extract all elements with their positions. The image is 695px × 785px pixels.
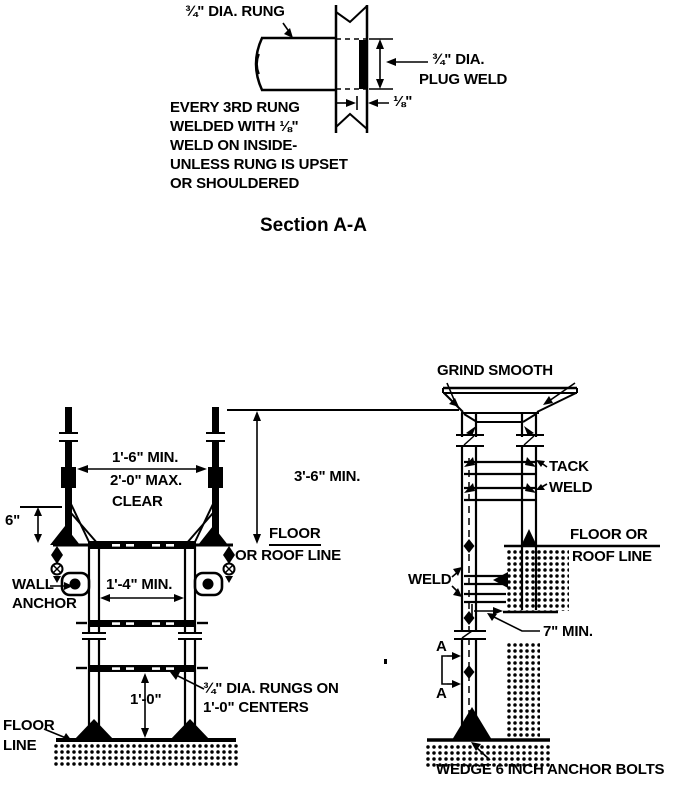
- section-aa-drawing: [254, 5, 428, 133]
- label-embed-dim: 7" MIN.: [543, 623, 593, 640]
- section-title: Section A-A: [260, 215, 367, 236]
- right-floor-slab-hatch: [505, 548, 569, 611]
- label-note-1: EVERY 3RD RUNG: [170, 99, 300, 116]
- label-wedge-anchor-note: WEDGE 6 INCH ANCHOR BOLTS: [436, 761, 665, 778]
- label-right-floor-1: FLOOR OR: [570, 526, 648, 543]
- label-width-min: 1'-6" MIN.: [112, 449, 179, 466]
- label-note-2: WELDED WITH ⅛": [170, 118, 299, 135]
- left-ladder-drawing: [20, 407, 459, 742]
- label-rungs-note-2: 1'-0" CENTERS: [203, 699, 309, 716]
- right-wall-hatch: [505, 641, 540, 739]
- label-section-cut-bottom: A: [436, 685, 447, 702]
- label-section-cut-top: A: [436, 638, 447, 655]
- label-floor-line-2: LINE: [3, 737, 37, 754]
- label-rung-dia: ¾" DIA. RUNG: [185, 3, 285, 20]
- label-tack-2: WELD: [549, 479, 593, 496]
- label-floor-roof-1: FLOOR: [269, 525, 321, 546]
- label-rungs-note-1: ¾" DIA. RUNGS ON: [203, 680, 339, 697]
- anchor-bolt-symbol-left: [50, 546, 64, 583]
- label-note-3: WELD ON INSIDE-: [170, 137, 297, 154]
- anchor-bolt-symbol-right: [222, 546, 236, 583]
- label-width-max: 2'-0" MAX.: [110, 472, 183, 489]
- label-rail-dim: 1'-4" MIN.: [106, 576, 173, 593]
- right-ground-hatch: [424, 743, 552, 767]
- label-tack-1: TACK: [549, 458, 589, 475]
- label-note-4: UNLESS RUNG IS UPSET: [170, 156, 348, 173]
- label-note-5: OR SHOULDERED: [170, 175, 300, 192]
- label-plug-weld-2: PLUG WELD: [419, 71, 508, 88]
- label-right-floor-2: ROOF LINE: [572, 548, 652, 565]
- left-ladder-ground-hatch: [52, 742, 238, 767]
- label-spacing-dim: 1'-0": [130, 691, 162, 708]
- label-wall-anchor-1: WALL: [12, 576, 54, 593]
- label-floor-roof-2: OR ROOF LINE: [235, 547, 341, 564]
- label-eighth-dim: ⅛": [393, 93, 413, 110]
- label-width-clear: CLEAR: [112, 493, 163, 510]
- label-extension-dim: 3'-6" MIN.: [294, 468, 361, 485]
- label-plug-weld-1: ¾" DIA.: [432, 51, 485, 68]
- label-grind-smooth: GRIND SMOOTH: [437, 362, 553, 379]
- label-weld: WELD: [408, 571, 452, 588]
- label-six-dim: 6": [5, 512, 21, 529]
- label-wall-anchor-2: ANCHOR: [12, 595, 77, 612]
- label-floor-line-1: FLOOR: [3, 717, 55, 734]
